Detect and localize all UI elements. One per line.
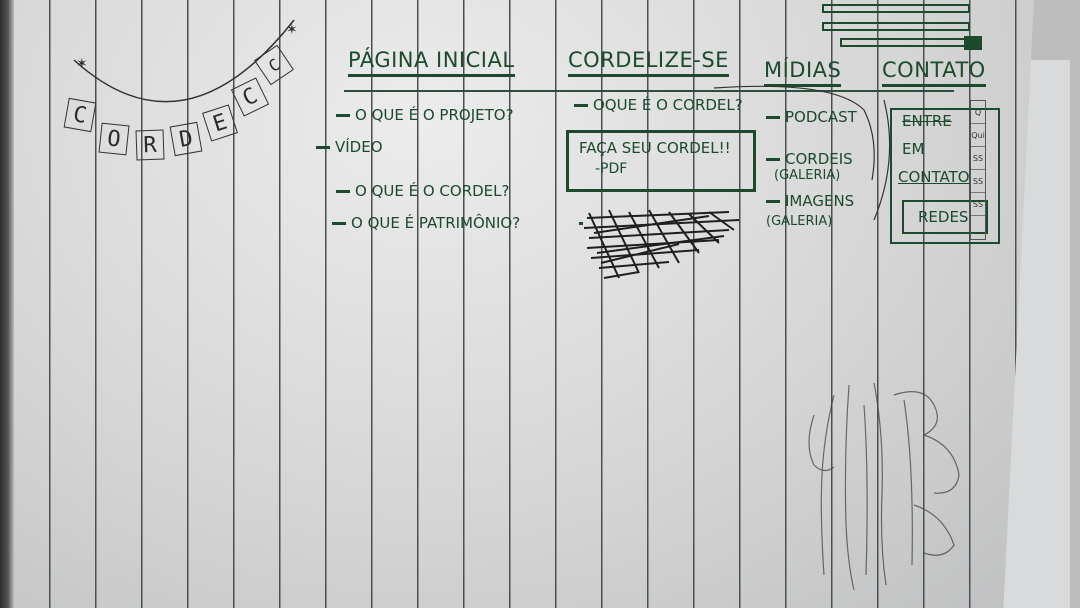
logo-letter-3: R (135, 129, 165, 161)
header-bar-2 (822, 22, 970, 31)
side-tab-4[interactable]: SS (971, 170, 985, 193)
midias-menu-cordeis[interactable]: CORDEIS (766, 150, 853, 168)
logo-letter-4: D (169, 121, 203, 157)
social-networks-button[interactable]: REDES (902, 200, 988, 234)
contact-line-2: EM (902, 140, 925, 158)
home-menu-item-2[interactable]: VÍDEO (316, 138, 383, 156)
midias-menu-imagens[interactable]: IMAGENS (766, 192, 854, 210)
midias-menu-podcast[interactable]: PODCAST (766, 108, 857, 126)
nav-contato[interactable]: CONTATO (882, 58, 986, 87)
midias-menu-podcast-label: PODCAST (785, 108, 857, 126)
header-bar-3 (840, 38, 980, 47)
home-menu-item-2-label: VÍDEO (335, 138, 383, 156)
header-bar-1 (822, 4, 970, 13)
make-cordel-box[interactable]: FAÇA SEU CORDEL!! -PDF (566, 130, 756, 192)
midias-menu-cordeis-sub: (GALERIA) (774, 168, 841, 183)
make-cordel-title: FAÇA SEU CORDEL!! (579, 139, 731, 157)
social-networks-label: REDES (918, 208, 969, 226)
home-menu-item-3-label: O QUE É O CORDEL? (355, 182, 510, 200)
side-tab-3[interactable]: SS (971, 147, 985, 170)
home-menu-item-3[interactable]: O QUE É O CORDEL? (336, 182, 509, 200)
cordelize-menu-item-1-label: OQUE É O CORDEL? (593, 96, 743, 114)
contact-line-1: ENTRE (902, 112, 952, 130)
side-tab-5[interactable]: SS (971, 193, 985, 216)
logo-letter-2: O (98, 122, 130, 156)
cordelize-menu-item-1[interactable]: OQUE É O CORDEL? (574, 96, 743, 114)
nav-divider (344, 90, 954, 92)
logo-banner-string: ✶ ✶ (73, 19, 298, 103)
svg-text:✶: ✶ (286, 22, 298, 38)
midias-menu-imagens-sub: (GALERIA) (766, 214, 833, 229)
pencil-doodle (808, 382, 960, 591)
nav-cordelize[interactable]: CORDELIZE-SE (568, 48, 729, 77)
scribbled-out-item (579, 209, 740, 279)
svg-text:✶: ✶ (76, 56, 88, 72)
header-bar-marker (964, 36, 982, 50)
side-tab-strip: Q Qui SS SS SS (970, 100, 986, 240)
home-menu-item-1-label: O QUE É O PROJETO? (355, 106, 514, 124)
nav-midias[interactable]: MÍDIAS (764, 58, 842, 87)
midias-menu-imagens-label: IMAGENS (785, 192, 855, 210)
home-menu-item-4-label: O QUE É PATRIMÔNIO? (351, 214, 521, 232)
nav-home[interactable]: PÁGINA INICIAL (348, 48, 515, 77)
logo-letter-1: C (63, 97, 97, 133)
side-tab-2[interactable]: Qui (971, 124, 985, 147)
connector-lines (714, 85, 891, 220)
sketch-paper: ✶ ✶ C O R D E C C PÁGINA INICIAL CORDELI… (14, 0, 1034, 608)
contact-line-3[interactable]: CONTATO (898, 168, 970, 186)
midias-menu-cordeis-label: CORDEIS (785, 150, 853, 168)
side-tab-1[interactable]: Q (971, 101, 985, 124)
contact-panel (890, 108, 1000, 244)
home-menu-item-1[interactable]: O QUE É O PROJETO? (336, 106, 514, 124)
make-cordel-pdf: -PDF (595, 161, 628, 177)
home-menu-item-4[interactable]: O QUE É PATRIMÔNIO? (332, 214, 520, 232)
